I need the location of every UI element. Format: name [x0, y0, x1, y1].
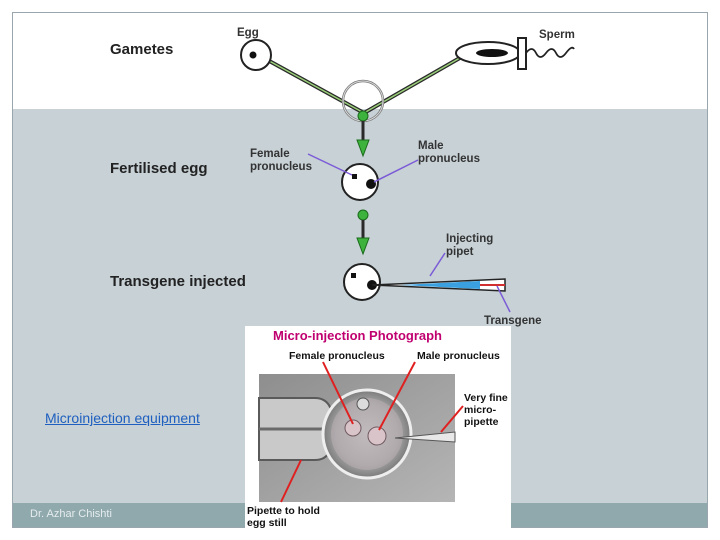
arrow-down-icon [356, 139, 370, 158]
photo-label-fine-pipette-1: Very fine [464, 392, 508, 404]
label-transgene: Transgene [484, 315, 542, 327]
pointer-male-pronucleus [373, 159, 419, 183]
stage-label-fertilised: Fertilised egg [110, 160, 208, 177]
micro-injection-photo-panel: Micro-injection Photograph Female pronuc… [245, 326, 511, 529]
cytoplasm [331, 398, 403, 470]
arrow-down-icon [356, 237, 370, 256]
injecting-pipette-icon [371, 278, 506, 292]
egg-cell-micrograph [321, 388, 413, 480]
injected-female-pronucleus [351, 273, 356, 278]
label-injecting-pipet-line1: Injecting [446, 233, 493, 245]
male-pronucleus-dot [366, 179, 376, 189]
label-male-pronucleus-line2: pronucleus [418, 153, 480, 165]
photo-label-male-pronucleus: Male pronucleus [417, 350, 500, 362]
label-female-pronucleus-line2: pronucleus [250, 161, 312, 173]
female-pronucleus-dot [352, 174, 357, 179]
microinjection-equipment-link[interactable]: Microinjection equipment [45, 410, 200, 426]
footer-author: Dr. Azhar Chishti [30, 508, 112, 520]
pointer-photo-male [378, 361, 416, 431]
photo-label-hold-pipette-2: egg still [247, 517, 287, 529]
label-sperm: Sperm [539, 29, 575, 41]
diagram-top-band [13, 13, 707, 109]
female-pronucleus-micrograph [344, 419, 362, 437]
stage-label-gametes: Gametes [110, 41, 173, 58]
photo-label-hold-pipette-1: Pipette to hold [247, 505, 320, 517]
sperm-path-highlight [363, 54, 466, 114]
sperm-cell-icon [455, 37, 575, 70]
egg-nucleus-icon [249, 51, 257, 59]
egg-path-highlight [261, 56, 365, 114]
pointer-female-pronucleus [307, 153, 353, 176]
fertilised-egg-icon [341, 163, 379, 201]
holding-pipette-icon [258, 397, 334, 461]
stage-label-injected: Transgene injected [110, 273, 246, 290]
photo-title: Micro-injection Photograph [273, 328, 442, 343]
label-male-pronucleus-line1: Male [418, 140, 444, 152]
zygote-dot-icon [357, 110, 369, 122]
pointer-photo-holding [280, 459, 302, 503]
male-pronucleus-micrograph [367, 426, 387, 446]
label-female-pronucleus-line1: Female [250, 148, 290, 160]
label-injecting-pipet-line2: pipet [446, 246, 474, 258]
pointer-photo-micropipette [440, 405, 464, 433]
arrow-dot-icon [357, 209, 369, 221]
polar-body [356, 397, 370, 411]
photo-label-female-pronucleus: Female pronucleus [289, 350, 385, 362]
photo-label-fine-pipette-2: micro- [464, 404, 497, 416]
pointer-photo-female [322, 361, 354, 425]
label-egg: Egg [237, 27, 259, 39]
micrograph-background [259, 374, 455, 502]
fine-micropipette-icon [394, 431, 456, 443]
pointer-transgene [496, 285, 511, 313]
pointer-injecting-pipet [429, 252, 446, 277]
photo-label-fine-pipette-3: pipette [464, 416, 499, 428]
